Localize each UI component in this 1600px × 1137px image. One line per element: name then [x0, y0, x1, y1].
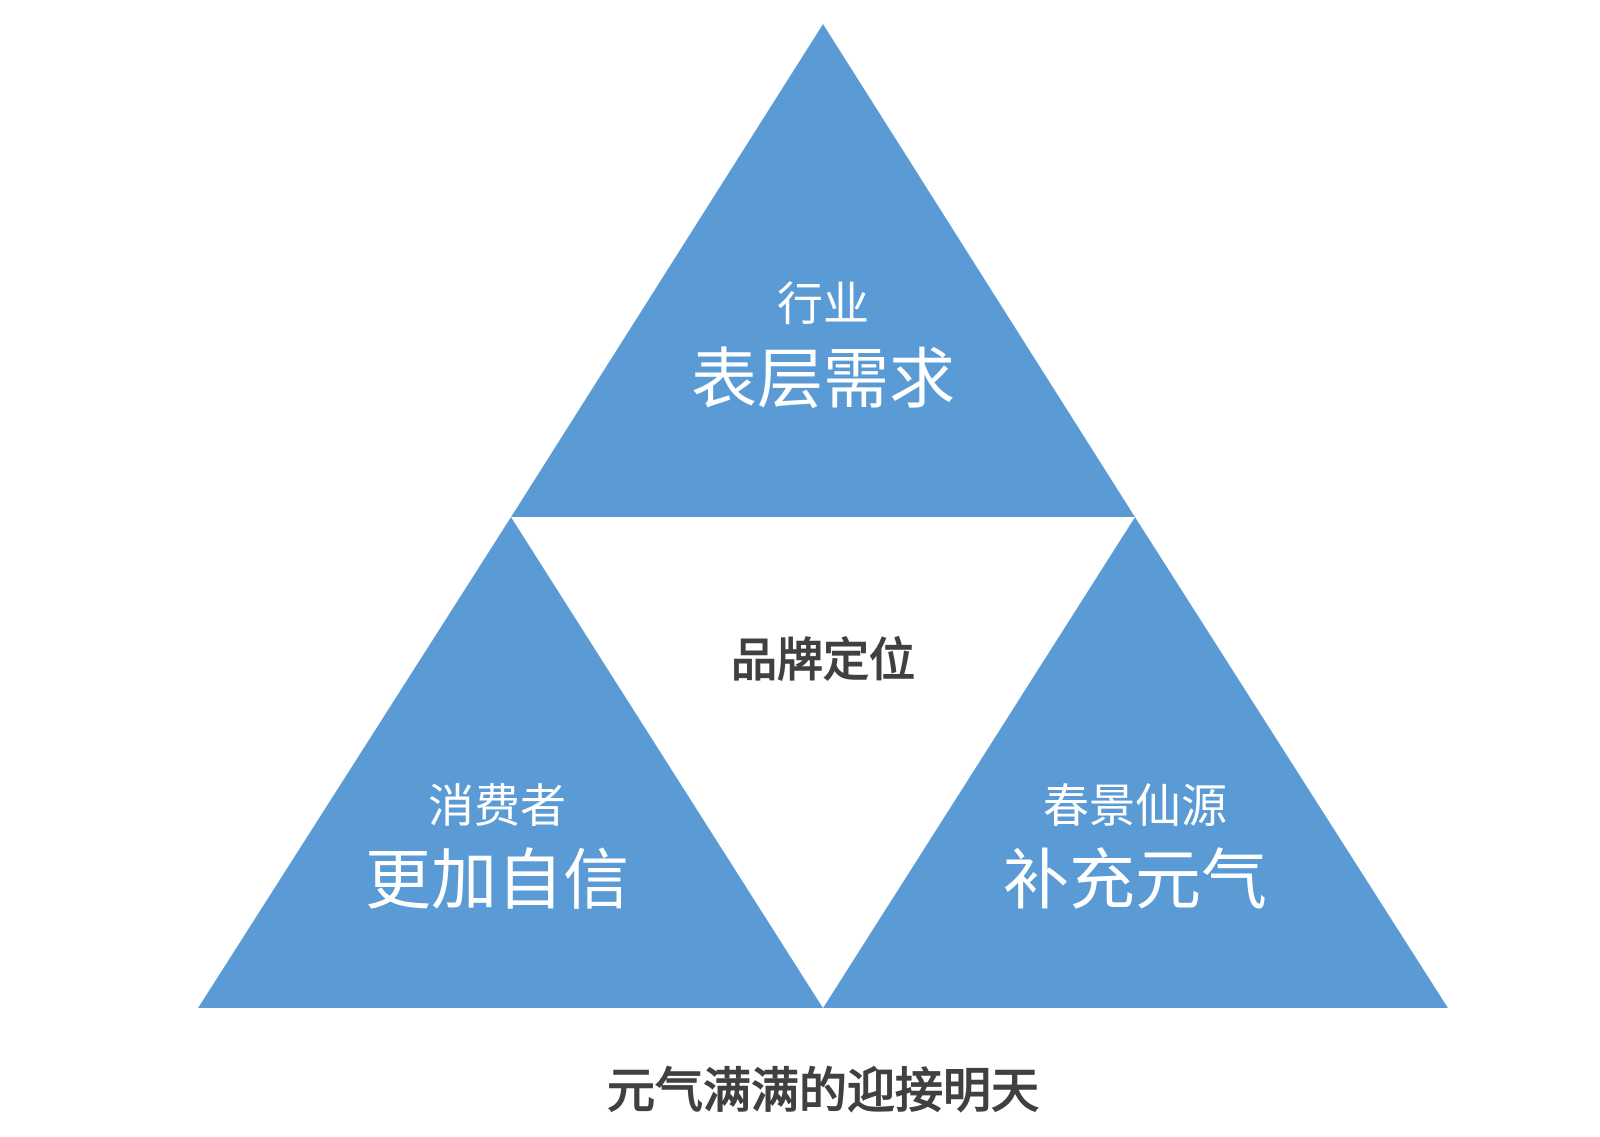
top-heading: 行业	[777, 277, 869, 331]
left-heading: 消费者	[428, 779, 566, 833]
right-subheading: 补充元气	[1003, 842, 1267, 919]
center-label: 品牌定位	[731, 633, 915, 687]
caption: 元气满满的迎接明天	[607, 1063, 1039, 1119]
top-triangle	[511, 24, 1135, 517]
left-triangle	[198, 517, 823, 1008]
right-heading: 春景仙源	[1043, 779, 1227, 833]
right-triangle	[823, 517, 1448, 1008]
top-subheading: 表层需求	[691, 341, 955, 418]
left-subheading: 更加自信	[365, 842, 629, 919]
